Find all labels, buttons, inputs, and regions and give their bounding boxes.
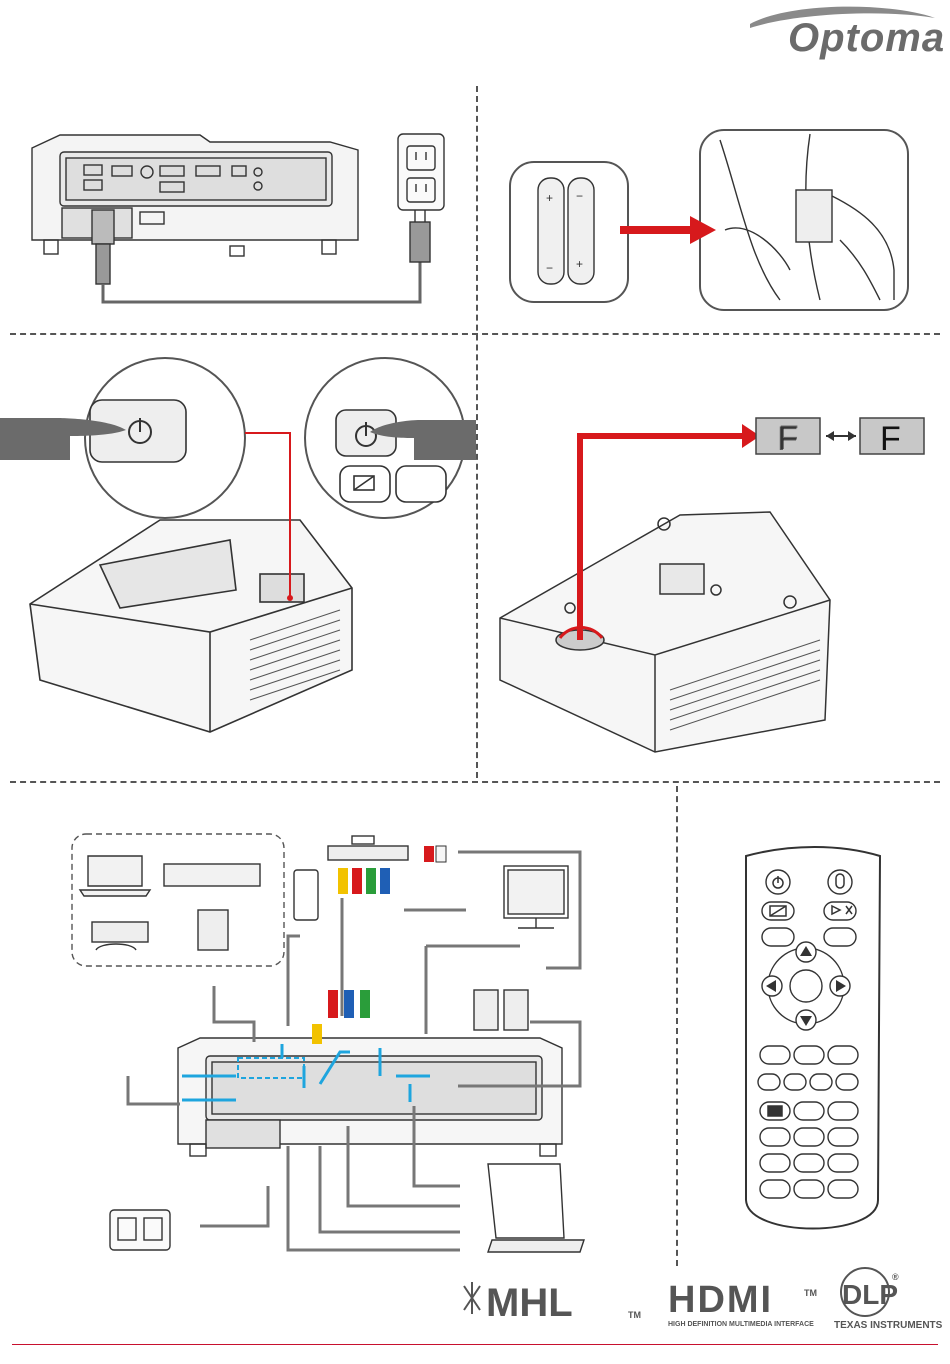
panel-connections xyxy=(0,786,676,1266)
dlp-reg: ® xyxy=(892,1272,899,1282)
mhl-logo: MHL TM xyxy=(464,1281,641,1325)
hdmi-text: HDMI xyxy=(668,1279,773,1321)
remote-ok-button xyxy=(790,970,822,1002)
dlp-subtitle: TEXAS INSTRUMENTS xyxy=(834,1320,943,1331)
panel-focus: F F F xyxy=(480,340,950,780)
svg-text:−: − xyxy=(576,189,583,203)
dlp-logo: DLP ® TEXAS INSTRUMENTS xyxy=(834,1268,943,1331)
hdmi-tm: TM xyxy=(804,1288,817,1298)
divider-row-1 xyxy=(10,333,940,335)
footer-line xyxy=(12,1344,938,1345)
svg-text:+: + xyxy=(546,191,553,205)
panel-remote-control xyxy=(700,840,900,1250)
svg-text:−: − xyxy=(546,261,553,275)
divider-col-bottom xyxy=(676,786,678,1266)
svg-text:+: + xyxy=(576,257,583,271)
panel-power-button xyxy=(0,340,476,780)
remote-mute-button xyxy=(824,902,856,920)
panel-remote-battery: + + − − xyxy=(480,0,950,330)
divider-row-2 xyxy=(10,781,940,783)
focus-blurry-ghost: F xyxy=(778,419,799,457)
panel-power-connection xyxy=(0,0,480,330)
hdmi-subtitle: HIGH DEFINITION MULTIMEDIA INTERFACE xyxy=(668,1321,814,1328)
mhl-tm: TM xyxy=(628,1310,641,1320)
hdmi-logo: HDMI TM HIGH DEFINITION MULTIMEDIA INTER… xyxy=(668,1279,817,1328)
certification-logos: MHL TM HDMI TM HIGH DEFINITION MULTIMEDI… xyxy=(460,1266,940,1340)
mhl-text: MHL xyxy=(486,1281,573,1325)
dlp-text: DLP xyxy=(842,1279,898,1310)
focus-sharp-label: F xyxy=(880,420,901,458)
